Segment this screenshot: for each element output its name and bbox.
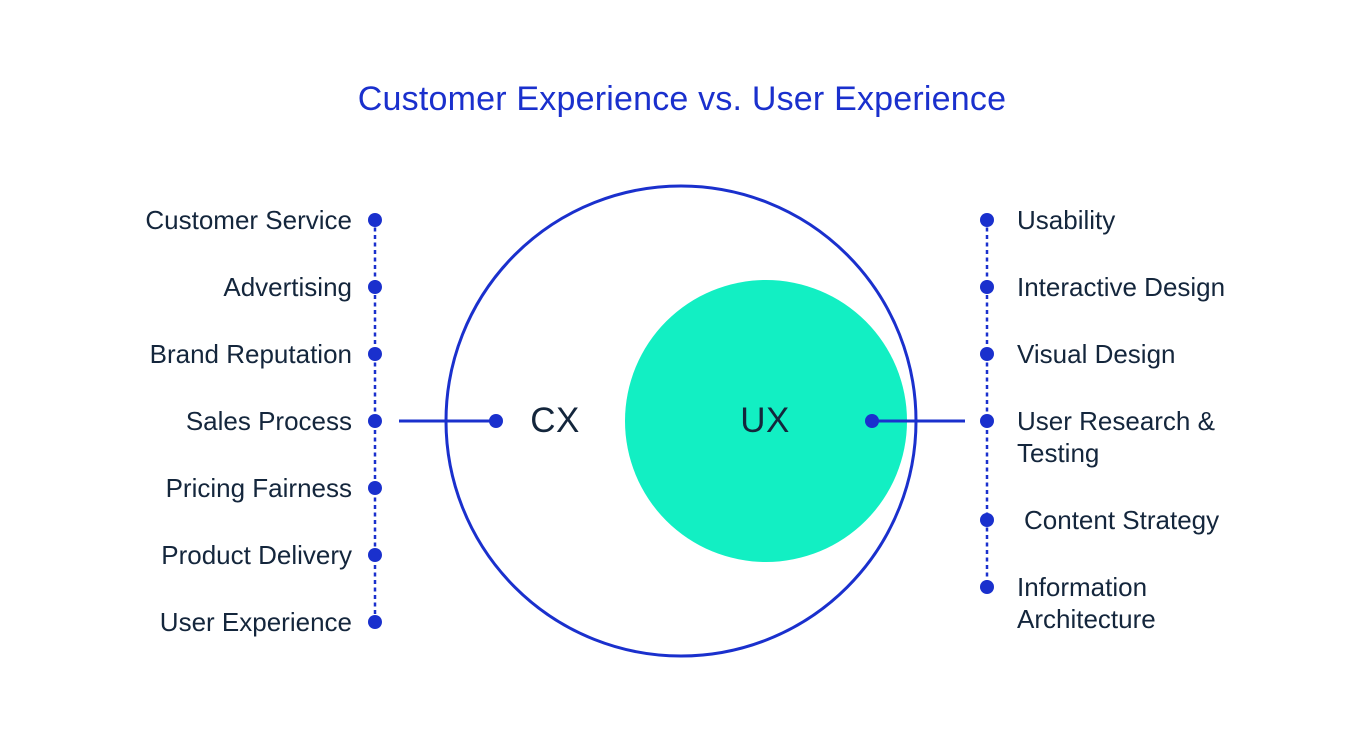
right-item-dot	[980, 414, 994, 428]
left-item-dot	[368, 213, 382, 227]
right-item-dot	[980, 513, 994, 527]
ux-inner-circle	[625, 280, 907, 562]
left-item-dot	[368, 548, 382, 562]
left-item-dot	[368, 280, 382, 294]
right-item-usability: Usability	[1017, 205, 1116, 235]
right-item-information-architecture: Information Architecture	[1017, 572, 1156, 634]
left-item-product-delivery: Product Delivery	[161, 540, 352, 570]
left-item-dot	[368, 347, 382, 361]
left-item-sales-process: Sales Process	[185, 406, 352, 436]
right-item-interactive-design: Interactive Design	[1017, 272, 1226, 302]
left-item-dot	[368, 414, 382, 428]
left-item-brand-reputation: Brand Reputation	[149, 339, 352, 369]
left-item-customer-service: Customer Service	[145, 205, 352, 235]
right-item-dot	[980, 213, 994, 227]
left-item-pricing-fairness: Pricing Fairness	[165, 473, 352, 503]
right-item-content-strategy: Content Strategy	[1024, 505, 1220, 535]
ux-label: UX	[740, 401, 790, 440]
left-item-user-experience: User Experience	[159, 607, 352, 637]
right-item-visual-design: Visual Design	[1017, 339, 1176, 369]
right-item-dot	[980, 280, 994, 294]
cx-connector-dot	[489, 414, 503, 428]
cx-label: CX	[530, 401, 580, 440]
left-item-dot	[368, 615, 382, 629]
right-item-user-research-testing: User Research & Testing	[1017, 406, 1215, 468]
right-item-dot	[980, 580, 994, 594]
left-item-dot	[368, 481, 382, 495]
diagram-title: Customer Experience vs. User Experience	[357, 80, 1007, 118]
left-item-advertising: Advertising	[223, 272, 352, 302]
right-item-dot	[980, 347, 994, 361]
